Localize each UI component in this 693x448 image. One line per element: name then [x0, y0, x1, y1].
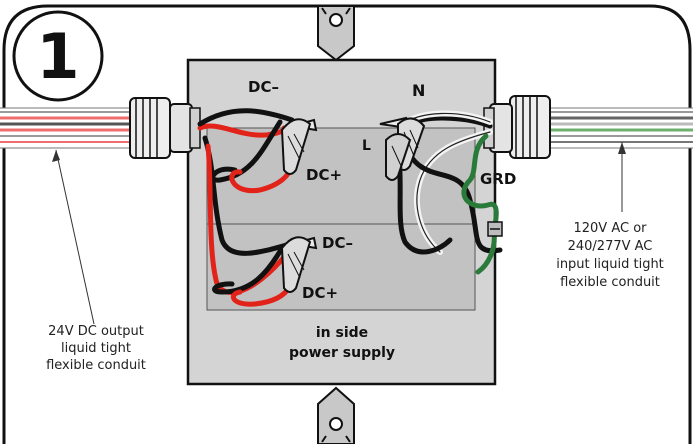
- ground-screw-icon: [487, 221, 503, 237]
- left-callout-line3: flexible conduit: [46, 358, 146, 373]
- step-badge: 1: [12, 10, 104, 102]
- wire-nut-dc-bottom-icon: [280, 236, 318, 293]
- step-number: 1: [36, 20, 79, 93]
- neutral-label: N: [412, 81, 425, 100]
- power-supply-upper: [206, 127, 476, 225]
- bottom-mounting-bracket-icon: [317, 386, 355, 445]
- right-cable-gland-icon: [483, 95, 551, 159]
- ground-label: GRD: [480, 170, 516, 188]
- dc-minus-top-label: DC–: [248, 78, 279, 96]
- dc-wiring: [197, 108, 297, 307]
- right-callout-line2: 240/277V AC: [568, 239, 653, 254]
- wire-nut-line-icon: [385, 133, 412, 181]
- right-ac-conduit: [548, 107, 693, 149]
- right-callout-line4: flexible conduit: [560, 275, 660, 290]
- left-callout-line2: liquid tight: [61, 341, 131, 356]
- left-callout-line1: 24V DC output: [48, 324, 144, 339]
- dc-plus-top-label: DC+: [306, 166, 342, 184]
- line-label: L: [362, 138, 371, 154]
- power-supply-label-line2: power supply: [289, 345, 395, 361]
- top-mounting-bracket-icon: [317, 5, 355, 62]
- dc-minus-bottom-label: DC–: [322, 234, 353, 252]
- callout-leaders: [52, 142, 626, 325]
- right-callout-line3: input liquid tight: [556, 257, 664, 272]
- left-cable-gland-icon: [129, 97, 201, 159]
- left-dc-conduit: [0, 107, 140, 149]
- right-callout-line1: 120V AC or: [573, 221, 647, 236]
- dc-plus-bottom-label: DC+: [302, 284, 338, 302]
- wire-nut-dc-top-icon: [280, 118, 318, 175]
- power-supply-label-line1: in side: [316, 325, 368, 341]
